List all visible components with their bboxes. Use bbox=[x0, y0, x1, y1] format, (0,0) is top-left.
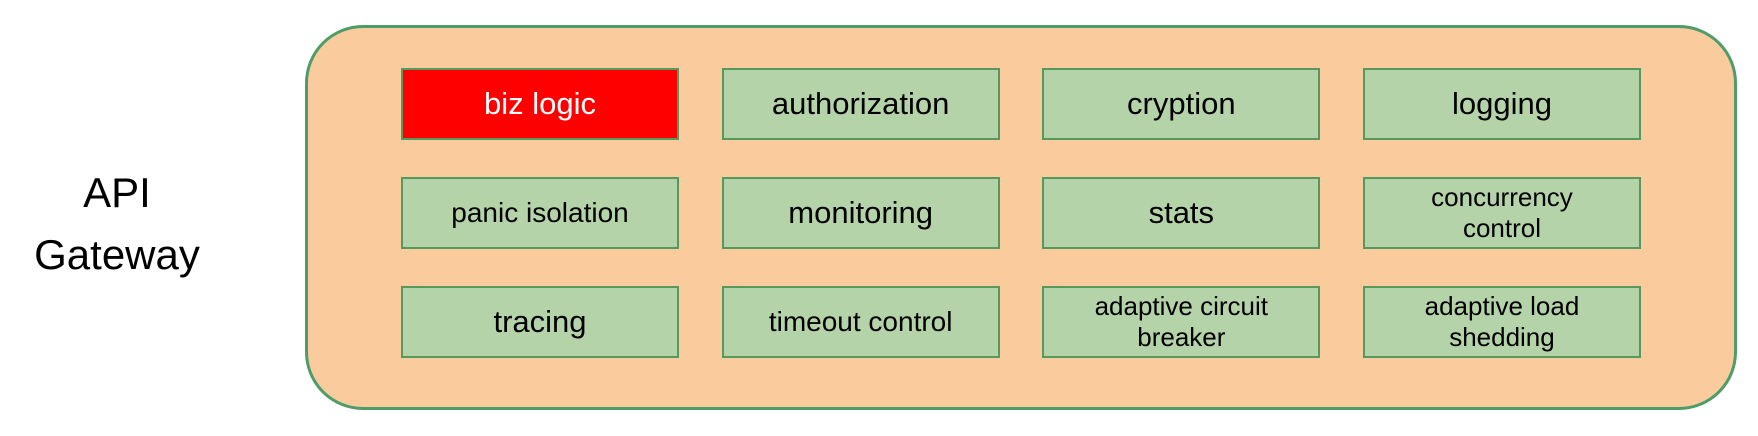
component-label: timeout control bbox=[768, 306, 953, 338]
component-label: cryption bbox=[1127, 85, 1236, 121]
component-authorization: authorization bbox=[721, 68, 1000, 140]
component-logging: logging bbox=[1362, 68, 1641, 140]
component-adaptive-circuit-breaker: adaptive circuit breaker bbox=[1042, 286, 1321, 358]
api-gateway-label: API Gateway bbox=[34, 169, 200, 278]
component-label: concurrency control bbox=[1431, 182, 1573, 243]
component-label: tracing bbox=[493, 303, 587, 339]
component-adaptive-load-shedding: adaptive load shedding bbox=[1362, 286, 1641, 358]
component-concurrency-control: concurrency control bbox=[1362, 177, 1641, 249]
component-biz-logic: biz logic bbox=[401, 68, 679, 140]
component-label: biz logic bbox=[484, 85, 596, 121]
component-monitoring: monitoring bbox=[721, 177, 1000, 249]
component-panic-isolation: panic isolation bbox=[401, 177, 679, 249]
component-label: adaptive load shedding bbox=[1424, 291, 1580, 352]
component-tracing: tracing bbox=[401, 286, 679, 358]
component-label: logging bbox=[1451, 85, 1552, 121]
component-label: monitoring bbox=[788, 194, 934, 230]
component-label: adaptive circuit breaker bbox=[1094, 291, 1269, 352]
component-label: panic isolation bbox=[451, 197, 629, 229]
component-stats: stats bbox=[1042, 177, 1321, 249]
component-label: stats bbox=[1148, 194, 1215, 230]
component-label: authorization bbox=[771, 85, 950, 121]
component-timeout-control: timeout control bbox=[721, 286, 1000, 358]
api-gateway-container: biz logic authorization cryption logging… bbox=[305, 25, 1737, 410]
component-cryption: cryption bbox=[1042, 68, 1321, 140]
